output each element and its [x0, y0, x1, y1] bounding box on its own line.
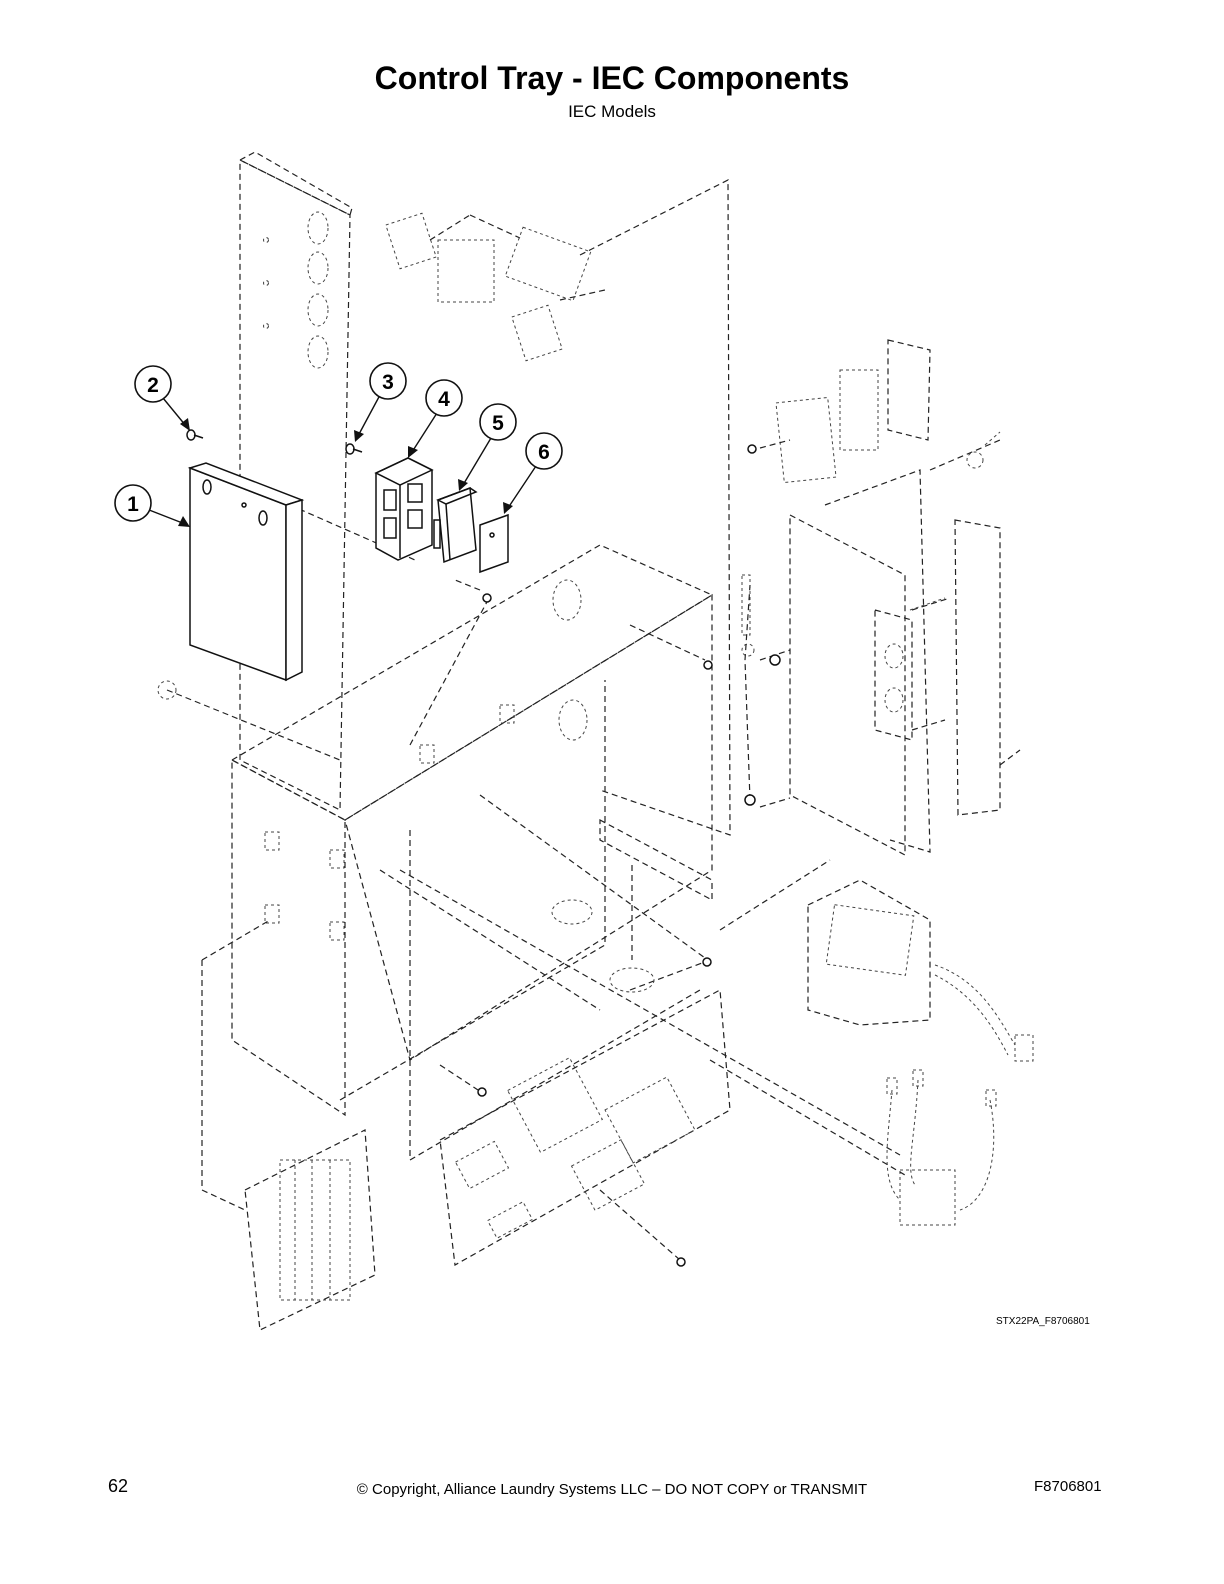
callout-4: 4 — [425, 379, 463, 417]
document-code: F8706801 — [1034, 1478, 1102, 1495]
part-3-screw — [345, 443, 363, 455]
part-6-label-plate — [479, 513, 509, 574]
callout-3-label: 3 — [382, 371, 394, 394]
drawing-id: STX22PA_F8706801 — [996, 1316, 1090, 1327]
right-mounting-plate — [741, 514, 1001, 856]
part-1-cover — [187, 462, 305, 682]
main-circuit-board — [439, 989, 731, 1266]
copyright-notice: © Copyright, Alliance Laundry Systems LL… — [356, 1481, 868, 1498]
callout-1: 1 — [114, 484, 152, 522]
part-2-screw — [186, 429, 204, 441]
hardware-screws — [157, 431, 1001, 1267]
part-4-block-housing — [374, 457, 434, 561]
callout-1-label: 1 — [127, 493, 139, 516]
assembly-lines — [166, 504, 1021, 1156]
callout-6-label: 6 — [538, 441, 550, 464]
rear-back-panel — [469, 179, 731, 836]
left-vertical-panel — [238, 151, 353, 811]
terminal-strip — [201, 919, 376, 1331]
callout-2-label: 2 — [147, 374, 159, 397]
callout-4-label: 4 — [438, 388, 450, 411]
callout-5-label: 5 — [492, 412, 504, 435]
page-number: 62 — [108, 1476, 129, 1496]
page-title: Control Tray - IEC Components — [374, 60, 850, 96]
callout-6: 6 — [525, 432, 563, 470]
callout-3: 3 — [369, 362, 407, 400]
wire-harness — [709, 1059, 997, 1226]
page-subtitle: IEC Models — [568, 102, 656, 121]
right-relay-assembly — [759, 339, 1001, 853]
control-tray-chassis — [230, 544, 714, 1162]
callout-5: 5 — [479, 403, 517, 441]
top-relay-cluster — [385, 212, 606, 362]
transformer — [719, 859, 1034, 1062]
part-5-relay-base — [433, 486, 478, 564]
callout-leaders — [143, 394, 537, 527]
callout-2: 2 — [134, 365, 172, 403]
